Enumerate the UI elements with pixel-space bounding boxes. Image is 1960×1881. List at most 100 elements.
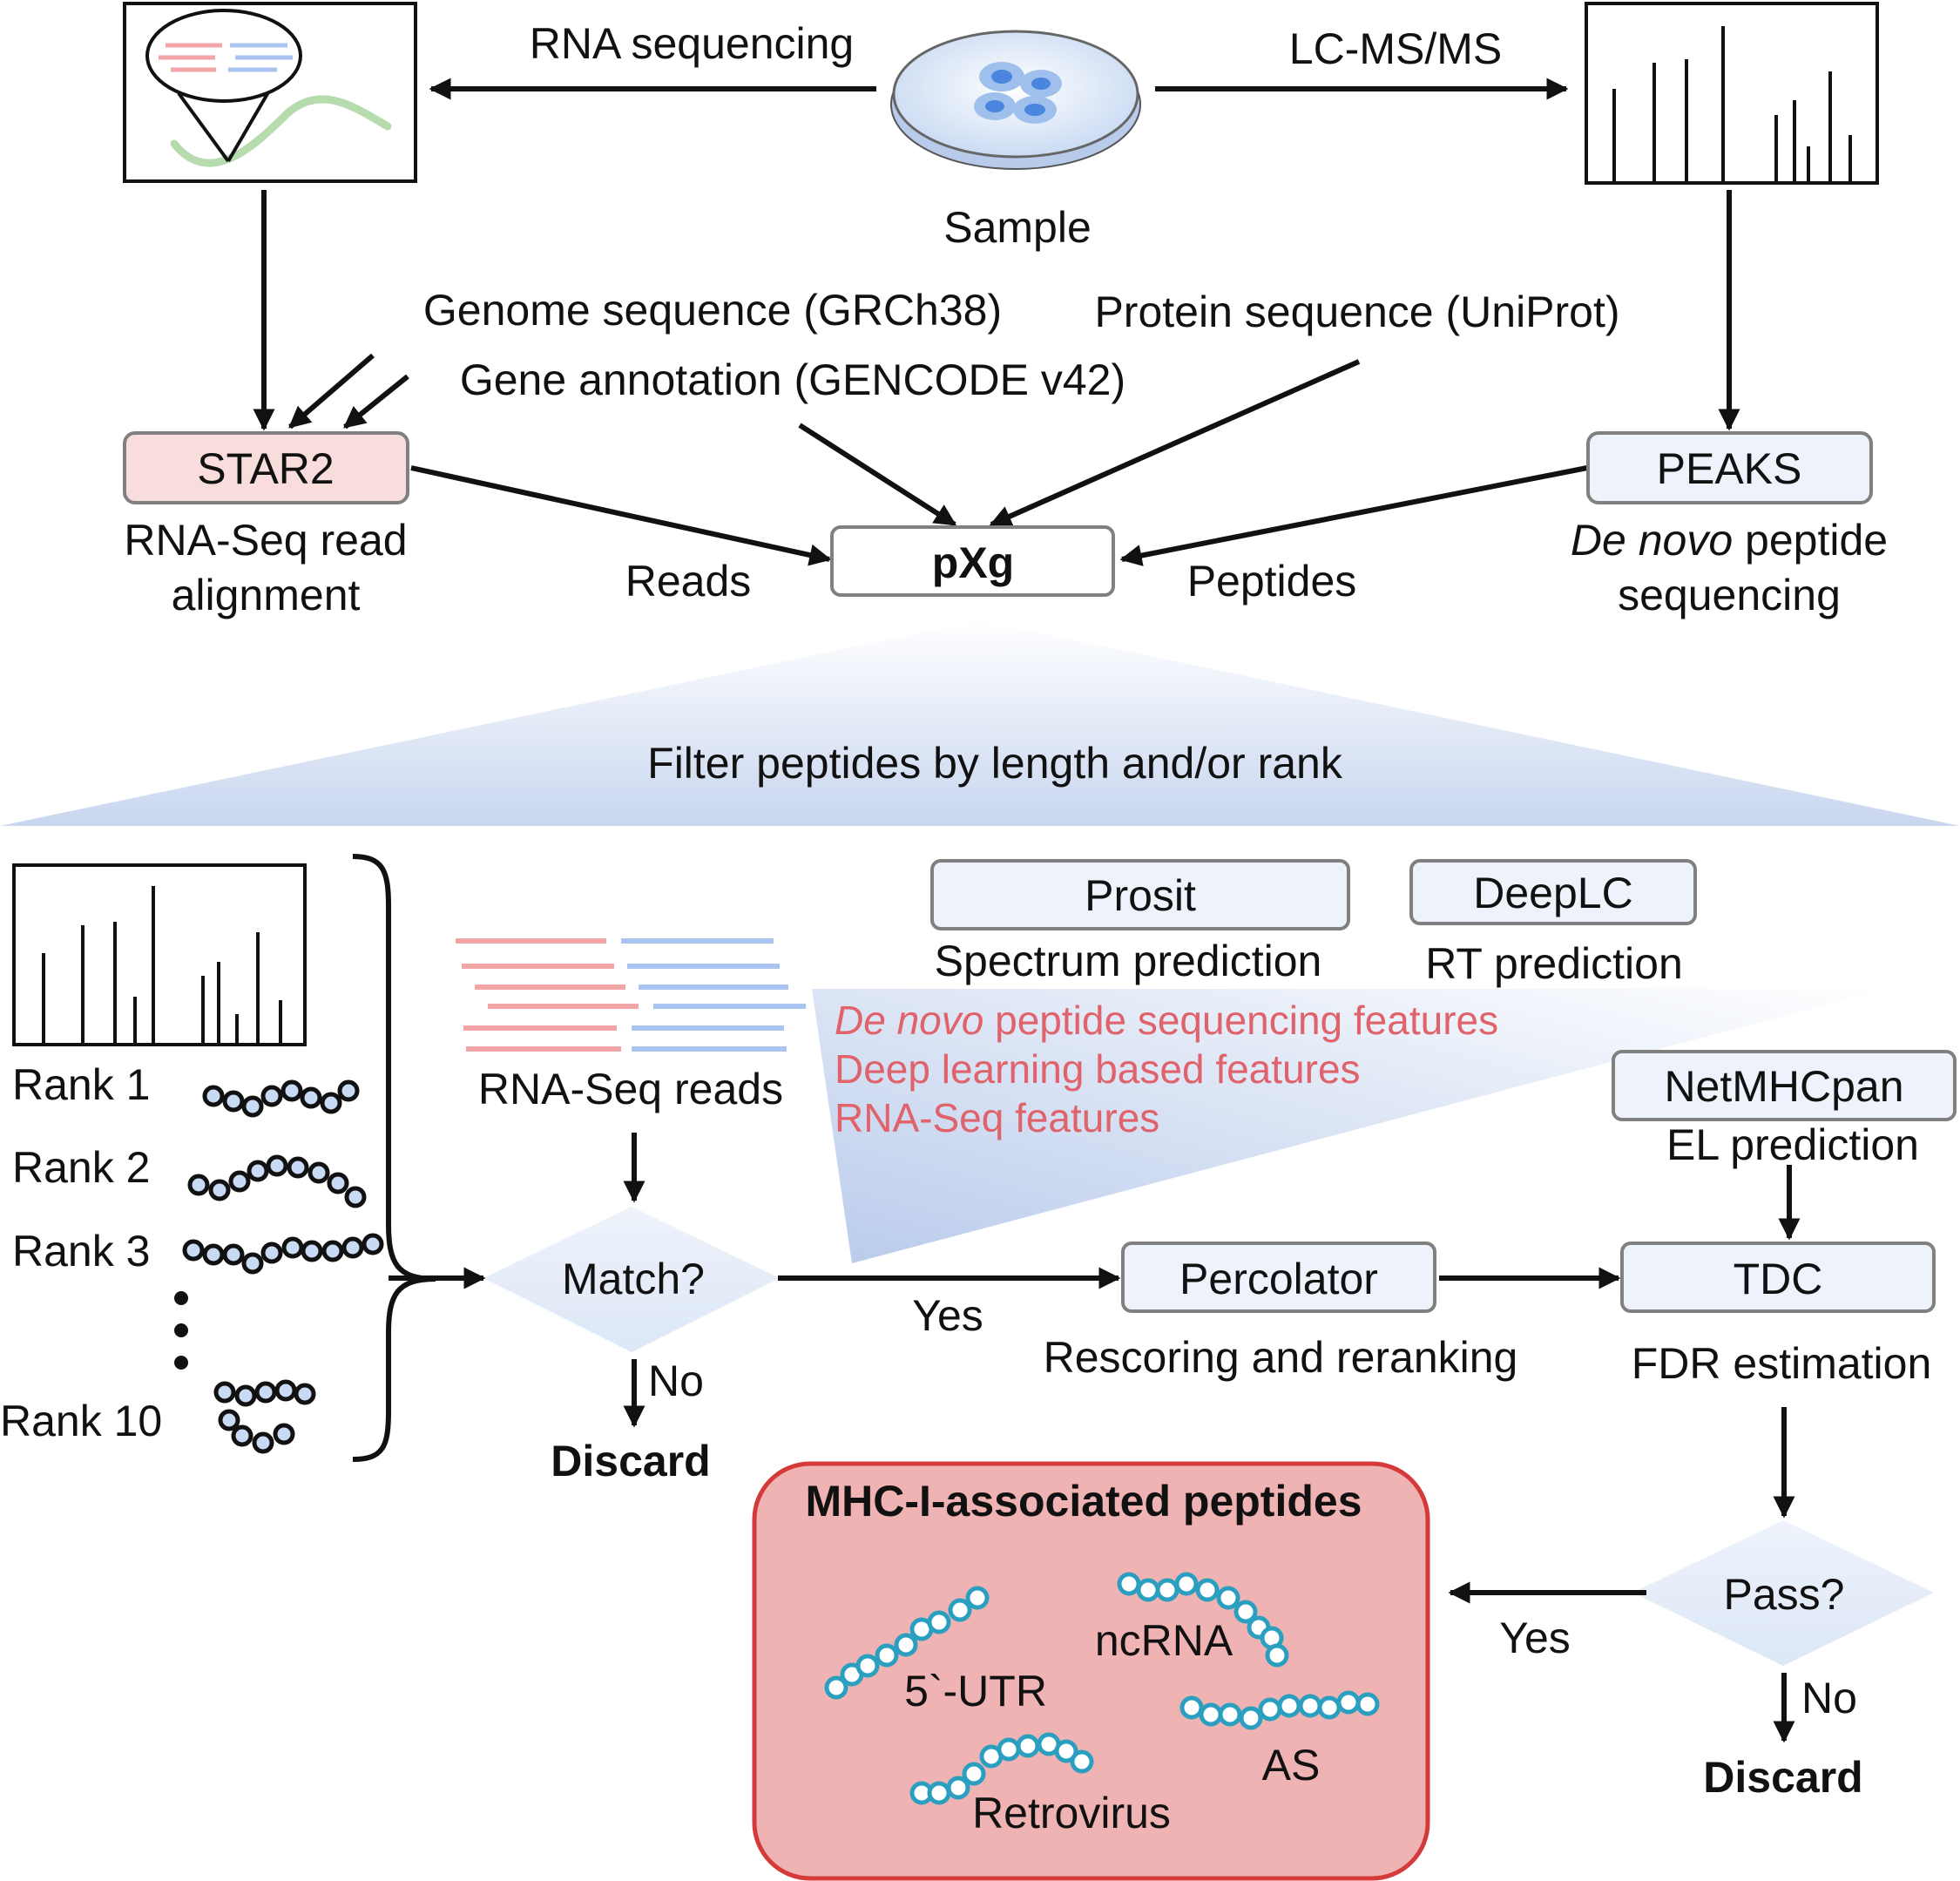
bead <box>1155 1578 1179 1602</box>
mhc-item-utr: 5`-UTR <box>904 1667 1047 1715</box>
bead <box>341 1236 364 1259</box>
bead <box>247 1160 269 1182</box>
rank-1-chain <box>202 1079 360 1118</box>
bead <box>228 1170 251 1193</box>
bead <box>208 1179 231 1201</box>
rna-seq-reads-label: RNA-Seq reads <box>478 1065 783 1113</box>
bead <box>1239 1706 1263 1730</box>
mhc-item-retrovirus: Retrovirus <box>972 1789 1171 1837</box>
bead <box>894 1633 918 1657</box>
prosit-desc: Spectrum prediction <box>935 937 1322 985</box>
bead <box>997 1737 1021 1762</box>
bead <box>294 1383 316 1405</box>
bead <box>1174 1572 1199 1596</box>
bead <box>344 1186 367 1208</box>
deeplc-desc: RT prediction <box>1425 939 1683 988</box>
rank-10-label: Rank 10 <box>0 1397 162 1445</box>
pass-diamond <box>1632 1520 1934 1666</box>
bead <box>327 1172 349 1194</box>
annotation-label: Gene annotation (GENCODE v42) <box>460 355 1125 404</box>
bottom-arrows <box>389 1133 1801 1743</box>
bead <box>252 1431 274 1454</box>
bead <box>965 1586 990 1610</box>
bead <box>1117 1572 1141 1596</box>
star2-label: STAR2 <box>197 444 334 493</box>
retrovirus-chain <box>909 1732 1094 1805</box>
bead <box>875 1643 899 1668</box>
star2-desc-2: alignment <box>172 571 361 619</box>
pass-yes-label: Yes <box>1499 1614 1571 1662</box>
bead <box>287 1156 309 1179</box>
rank-spectrum-icon <box>12 863 307 1046</box>
bead <box>300 1086 322 1109</box>
bead <box>308 1161 330 1184</box>
bead <box>280 1079 303 1102</box>
peaks-desc-1: De novo peptide <box>1571 516 1888 565</box>
feature-3: RNA-Seq features <box>835 1095 1159 1140</box>
match-diamond <box>483 1207 780 1352</box>
rank-peptide-chains <box>182 1079 384 1454</box>
match-no-label: No <box>648 1357 704 1405</box>
bead <box>1179 1695 1204 1720</box>
bead <box>948 1598 972 1622</box>
peaks-desc-2: sequencing <box>1618 571 1841 619</box>
filter-banner-label: Filter peptides by length and/or rank <box>647 739 1343 788</box>
bead <box>241 1095 264 1118</box>
bead <box>1355 1692 1380 1716</box>
mhc-peptides-box: MHC-I-associated peptides 5`-UTR ncRNA R… <box>752 1461 1430 1881</box>
as-chain <box>1179 1690 1380 1730</box>
pass-discard-label: Discard <box>1703 1753 1862 1802</box>
ellipsis-dots <box>174 1291 188 1370</box>
bead <box>202 1243 225 1266</box>
prosit-box: Prosit <box>930 859 1350 930</box>
rna-seq-icon <box>123 2 417 183</box>
lcms-label: LC-MS/MS <box>1289 24 1502 73</box>
genome-label: Genome sequence (GRCh38) <box>423 286 1002 335</box>
bead <box>962 1762 986 1786</box>
bead <box>1218 1702 1242 1727</box>
percolator-box: Percolator <box>1121 1242 1436 1313</box>
netmhcpan-label: NetMHCpan <box>1664 1062 1903 1111</box>
feature-2: Deep learning based features <box>835 1046 1361 1092</box>
bead <box>1233 1600 1258 1624</box>
pass-label: Pass? <box>1724 1570 1845 1619</box>
bead <box>1265 1643 1289 1668</box>
feature-1-rest: peptide sequencing features <box>983 998 1498 1043</box>
pxg-label: pXg <box>932 538 1014 587</box>
bead <box>281 1236 304 1259</box>
peaks-label: PEAKS <box>1657 444 1802 493</box>
match-discard-label: Discard <box>551 1437 710 1485</box>
peaks-desc-rest: peptide <box>1733 516 1888 565</box>
tdc-label: TDC <box>1734 1255 1823 1303</box>
sample-label: Sample <box>943 203 1092 252</box>
mhc-item-ncrna: ncRNA <box>1095 1616 1233 1665</box>
feature-1: De novo peptide sequencing features <box>835 998 1498 1043</box>
mhc-item-as: AS <box>1262 1741 1321 1790</box>
rank-1-label: Rank 1 <box>12 1060 150 1109</box>
reads-label: Reads <box>625 557 752 606</box>
netmhcpan-desc: EL prediction <box>1666 1120 1919 1169</box>
rank-10-chain <box>213 1379 316 1454</box>
curly-brace <box>352 854 436 1462</box>
netmhcpan-box: NetMHCpan <box>1612 1050 1957 1121</box>
bead <box>273 1423 295 1445</box>
bead <box>254 1381 277 1404</box>
bead <box>320 1092 342 1114</box>
bead <box>260 1242 283 1264</box>
star2-box: STAR2 <box>123 431 409 504</box>
bead <box>1199 1702 1223 1727</box>
bead <box>1216 1586 1240 1610</box>
petri-dish-icon <box>890 30 1141 170</box>
bead <box>1054 1739 1078 1763</box>
star2-desc-1: RNA-Seq read <box>124 516 407 565</box>
bead <box>321 1240 344 1262</box>
match-yes-label: Yes <box>912 1291 983 1340</box>
bead <box>824 1675 848 1700</box>
top-arrows <box>253 78 1740 566</box>
bead <box>260 1085 283 1107</box>
deeplc-box: DeepLC <box>1409 859 1697 925</box>
rank-3-chain <box>182 1233 384 1275</box>
bead <box>927 1610 951 1634</box>
bead <box>1317 1695 1342 1720</box>
